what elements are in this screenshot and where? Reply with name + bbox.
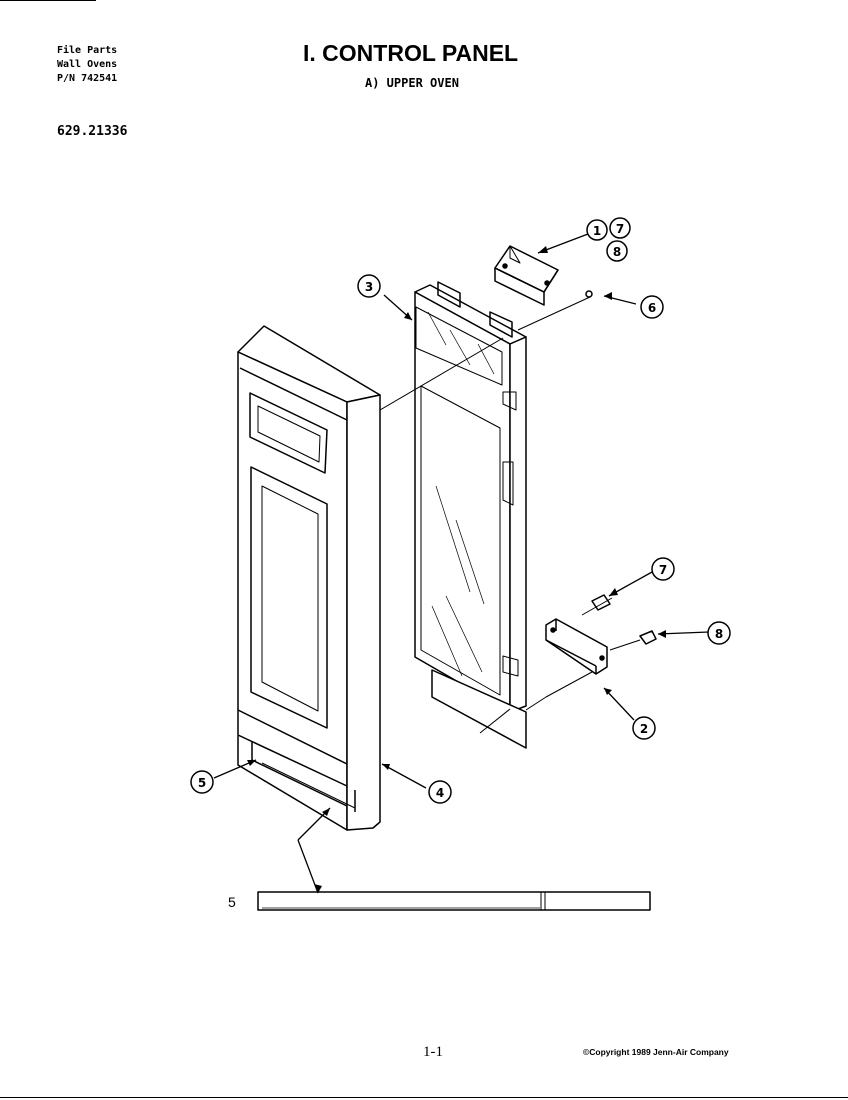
- model-number: 629.21336: [57, 124, 128, 139]
- top-bracket: [494, 245, 559, 306]
- svg-text:5: 5: [198, 776, 206, 790]
- file-info: File Parts Wall Ovens P/N 742541: [57, 44, 117, 86]
- page-subtitle: A) UPPER OVEN: [365, 76, 459, 90]
- screw-top: [585, 290, 593, 298]
- callout-6: 6: [640, 295, 664, 319]
- callout-8-top: 8: [606, 240, 628, 262]
- control-panel-frame: [237, 325, 381, 831]
- page-number: 1-1: [423, 1044, 443, 1060]
- backing-panel: [414, 281, 527, 749]
- svg-text:6: 6: [648, 301, 656, 315]
- callout-1: 1: [586, 219, 608, 241]
- svg-text:8: 8: [715, 627, 723, 641]
- callout-7-top: 7: [609, 217, 631, 239]
- svg-text:4: 4: [436, 786, 444, 800]
- wall-ovens-label: Wall Ovens: [57, 59, 118, 70]
- callout-7-lower: 7: [651, 557, 675, 581]
- callout-4: 4: [428, 780, 452, 804]
- svg-text:8: 8: [613, 245, 621, 259]
- strip-label: 5: [228, 894, 236, 910]
- callout-3: 3: [357, 274, 381, 298]
- svg-text:1: 1: [593, 224, 601, 238]
- top-rule: [0, 0, 96, 1]
- svg-text:3: 3: [365, 280, 373, 294]
- bottom-bracket: [545, 618, 608, 675]
- copyright-notice: ©Copyright 1989 Jenn-Air Company: [583, 1047, 729, 1057]
- file-parts-label: File Parts: [57, 45, 118, 56]
- trim-strip: [257, 891, 651, 911]
- arrowheads: [247, 246, 666, 893]
- bottom-rule: [0, 1097, 848, 1098]
- callout-2: 2: [632, 716, 656, 740]
- svg-text:7: 7: [659, 563, 667, 577]
- callout-8-lower: 8: [707, 621, 731, 645]
- page-title: I. CONTROL PANEL: [303, 40, 519, 66]
- svg-text:7: 7: [616, 222, 624, 236]
- part-number-label: P/N 742541: [57, 73, 118, 84]
- screw-8: [639, 630, 657, 645]
- callout-5: 5: [190, 770, 214, 794]
- svg-text:2: 2: [640, 722, 648, 736]
- leader-lines: [379, 296, 641, 734]
